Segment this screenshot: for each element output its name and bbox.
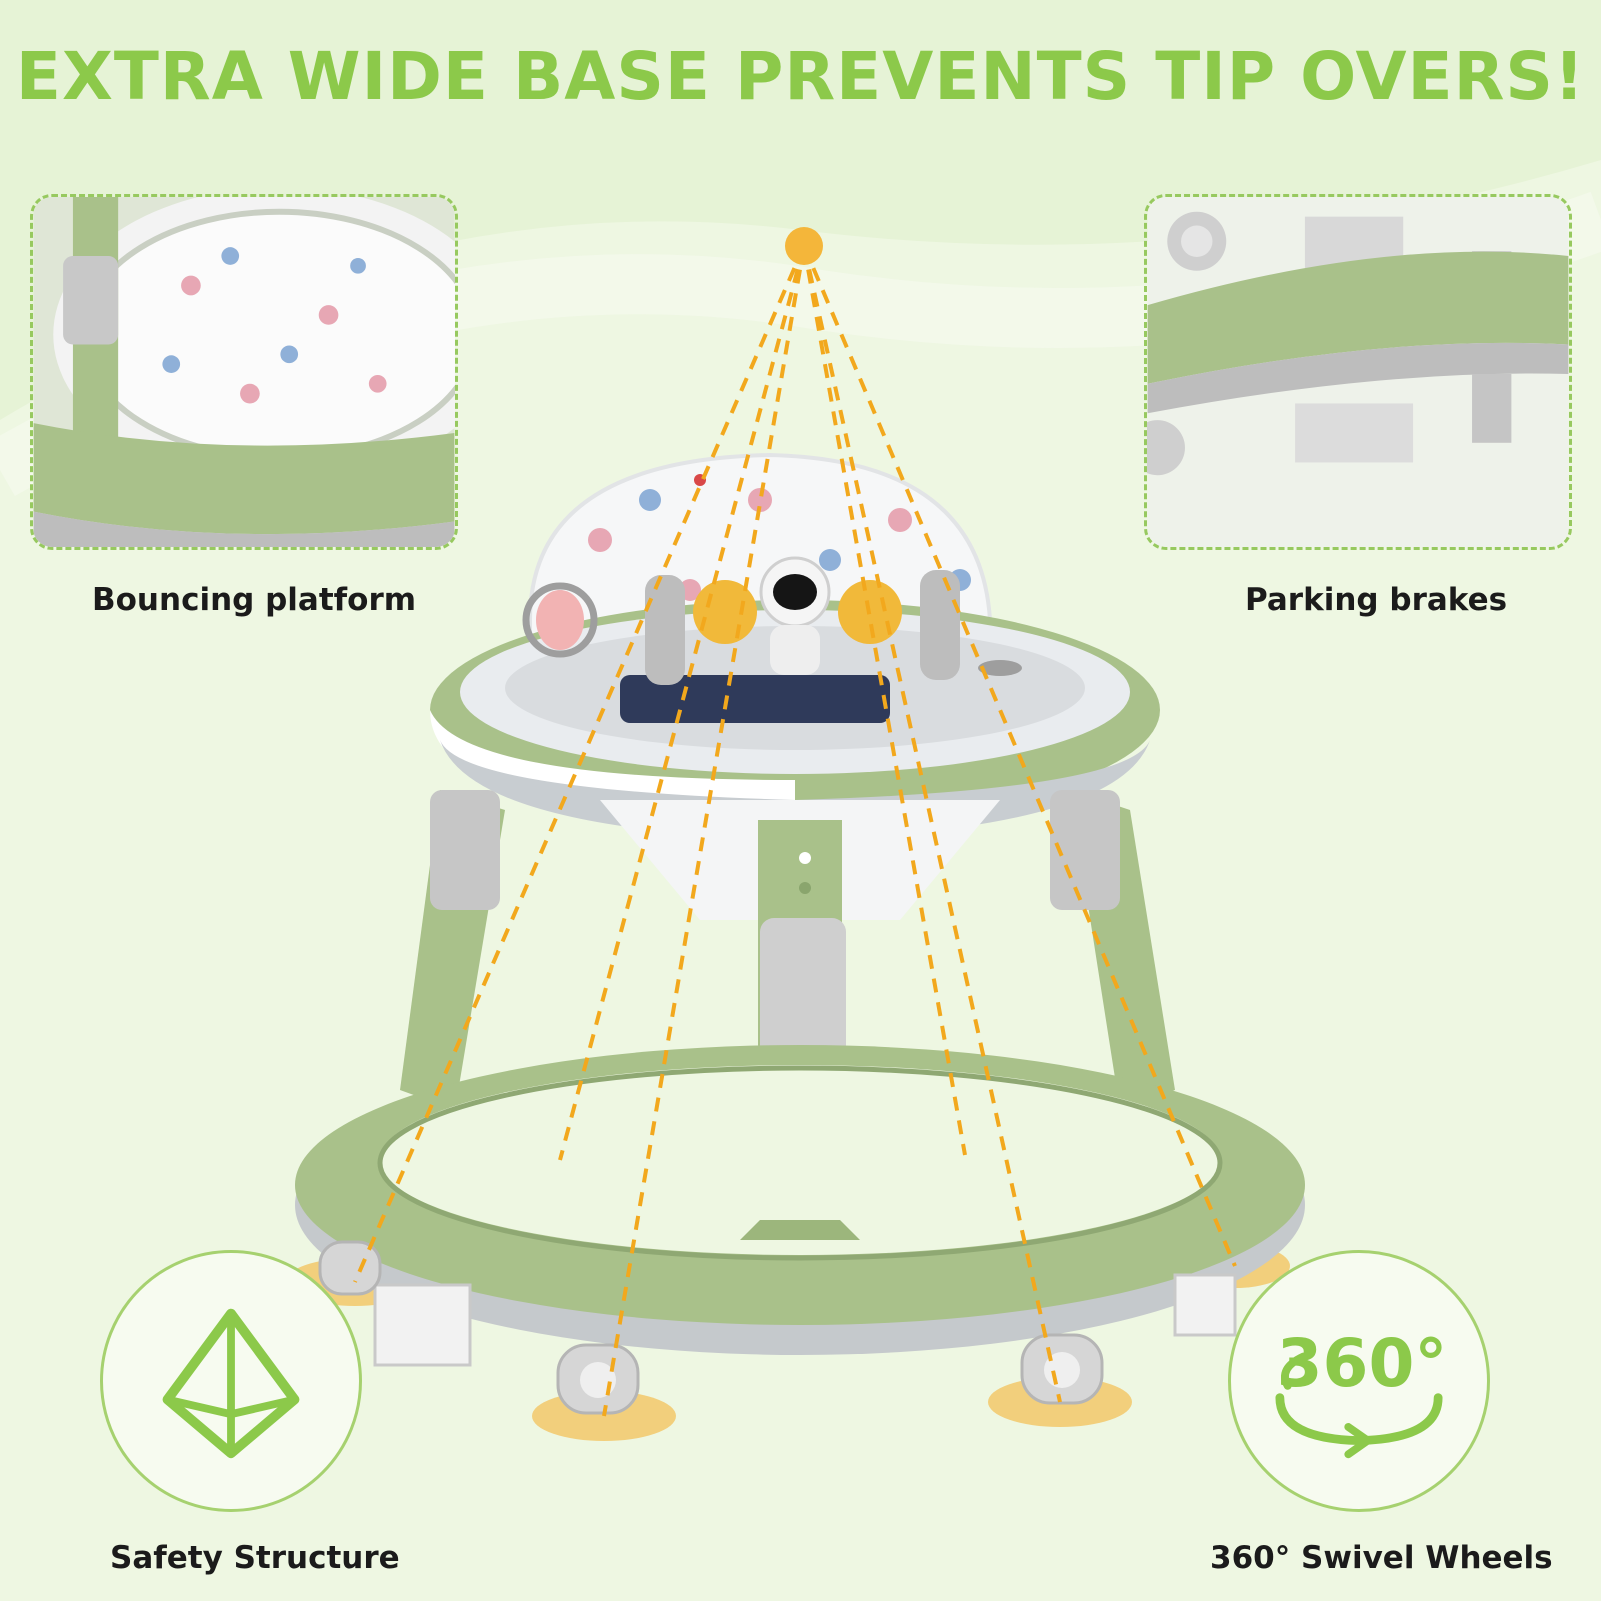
- swivel-wheels-label: 360° Swivel Wheels: [1210, 1540, 1553, 1576]
- bouncing-platform-label: Bouncing platform: [92, 582, 417, 618]
- rotate-360-icon: [1275, 1352, 1443, 1459]
- safety-structure-badge: [100, 1250, 362, 1512]
- badge-360-text: 360°: [1276, 1325, 1448, 1402]
- headline: EXTRA WIDE BASE PREVENTS TIP OVERS!: [15, 38, 1586, 115]
- safety-structure-label: Safety Structure: [110, 1540, 400, 1576]
- bouncing-platform-image: [33, 197, 455, 547]
- swivel-wheels-badge: 360°: [1228, 1250, 1490, 1512]
- parking-brakes-image: [1147, 197, 1569, 547]
- parking-brakes-label: Parking brakes: [1245, 582, 1508, 618]
- parking-brakes-inset: [1144, 194, 1572, 550]
- bouncing-platform-inset: [30, 194, 458, 550]
- pyramid-safety-icon: [162, 1308, 300, 1459]
